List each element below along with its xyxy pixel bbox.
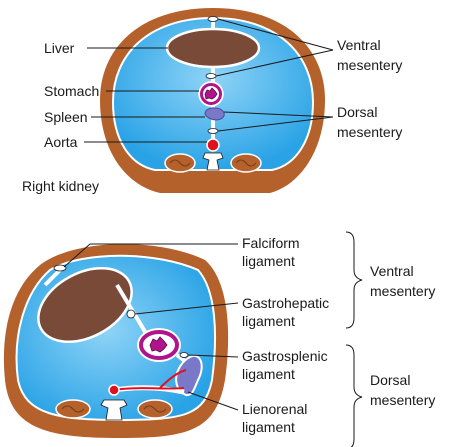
label-aorta: Aorta xyxy=(44,134,78,150)
top-spleen xyxy=(204,107,225,121)
bottom-gastrohepatic-marker xyxy=(126,309,136,319)
gastrosplenic-leader xyxy=(187,354,239,358)
bottom-spleen xyxy=(175,354,203,397)
label-gastrosplenic-1: Gastrosplenic xyxy=(242,348,328,364)
label-spleen: Spleen xyxy=(44,109,88,125)
bottom-stomach-wall xyxy=(139,330,179,360)
top-dorsal-marker xyxy=(207,128,219,134)
label-falciform-1: Falciform xyxy=(242,235,300,251)
label-lienorenal-2: ligament xyxy=(242,419,295,435)
label-falciform-2: ligament xyxy=(242,253,295,269)
dorsal-brace xyxy=(345,344,363,447)
label-gastrohepatic-2: ligament xyxy=(242,313,295,329)
bottom-gastrosplenic-marker xyxy=(179,352,189,358)
falciform-leader xyxy=(63,243,91,268)
top-ventral-marker-1 xyxy=(207,16,219,22)
label-ventral-mesentery-top-1: Ventral xyxy=(337,37,381,53)
bottom-right-kidney-lines xyxy=(61,405,85,413)
label-ventral-mesentery-top-2: mesentery xyxy=(337,57,402,73)
label-liver: Liver xyxy=(44,40,75,56)
top-labels xyxy=(84,18,334,143)
top-ventral-marker-2 xyxy=(205,73,217,79)
label-stomach: Stomach xyxy=(44,83,99,99)
top-left-kidney-lines xyxy=(235,159,257,167)
bottom-labels xyxy=(63,231,363,447)
label-gastrosplenic-2: ligament xyxy=(242,366,295,382)
dorsal-top-leader-2 xyxy=(217,116,334,132)
label-gastrohepatic-1: Gastrohepatic xyxy=(242,295,329,311)
label-dorsal-mesentery-bottom-2: mesentery xyxy=(370,392,435,408)
bottom-liver xyxy=(37,267,133,343)
ventral-top-leader-2 xyxy=(215,49,334,77)
label-right-kidney: Right kidney xyxy=(22,178,99,194)
label-dorsal-mesentery-bottom-1: Dorsal xyxy=(370,372,410,388)
top-stomach-wall xyxy=(200,83,222,105)
top-aorta xyxy=(206,138,220,152)
top-stomach-lumen xyxy=(204,87,218,100)
bottom-splenic-artery xyxy=(113,369,187,391)
label-dorsal-mesentery-top-1: Dorsal xyxy=(337,104,377,120)
top-cross-section xyxy=(100,8,325,193)
bottom-vertebra xyxy=(100,399,128,421)
bottom-cross-section xyxy=(3,244,229,438)
top-vertebra xyxy=(202,152,224,171)
label-ventral-mesentery-bottom-2: mesentery xyxy=(370,283,435,299)
gastrohepatic-leader xyxy=(134,302,239,315)
bottom-stomach-lumen xyxy=(149,336,168,353)
ventral-top-leader-1 xyxy=(217,18,334,51)
label-dorsal-mesentery-top-2: mesentery xyxy=(337,124,402,140)
bottom-falciform-marker xyxy=(53,264,67,272)
top-liver xyxy=(165,27,261,69)
label-lienorenal-1: Lienorenal xyxy=(242,401,307,417)
ventral-brace xyxy=(345,231,363,329)
bottom-left-kidney-lines xyxy=(143,405,167,413)
dorsal-top-leader-1 xyxy=(223,111,334,118)
bottom-aorta xyxy=(108,384,120,396)
lienorenal-leader xyxy=(187,391,239,411)
label-ventral-mesentery-bottom-1: Ventral xyxy=(370,263,414,279)
top-right-kidney-lines xyxy=(169,159,191,167)
